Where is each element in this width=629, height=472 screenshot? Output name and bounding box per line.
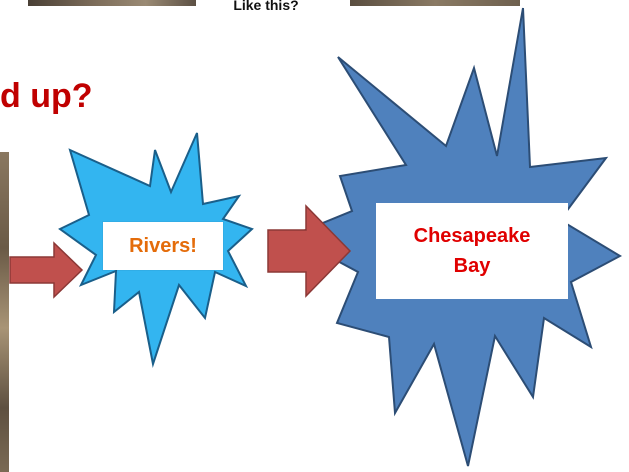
bay-label-line2: Bay: [453, 255, 491, 277]
bay-label-box: Chesapeake Bay: [376, 203, 568, 299]
photo-left-edge: [0, 152, 9, 472]
rivers-label-box: Rivers!: [103, 222, 223, 270]
heading-fragment: d up?: [0, 77, 93, 115]
photo-top-left: [28, 0, 196, 6]
bay-label-line1: Chesapeake: [413, 225, 531, 247]
rivers-label: Rivers!: [129, 234, 197, 257]
top-caption: Like this?: [233, 0, 299, 13]
photo-top-right: [350, 0, 520, 6]
arrow-rivers-to-bay: [267, 204, 352, 298]
arrow-photo-to-rivers: [9, 241, 84, 299]
